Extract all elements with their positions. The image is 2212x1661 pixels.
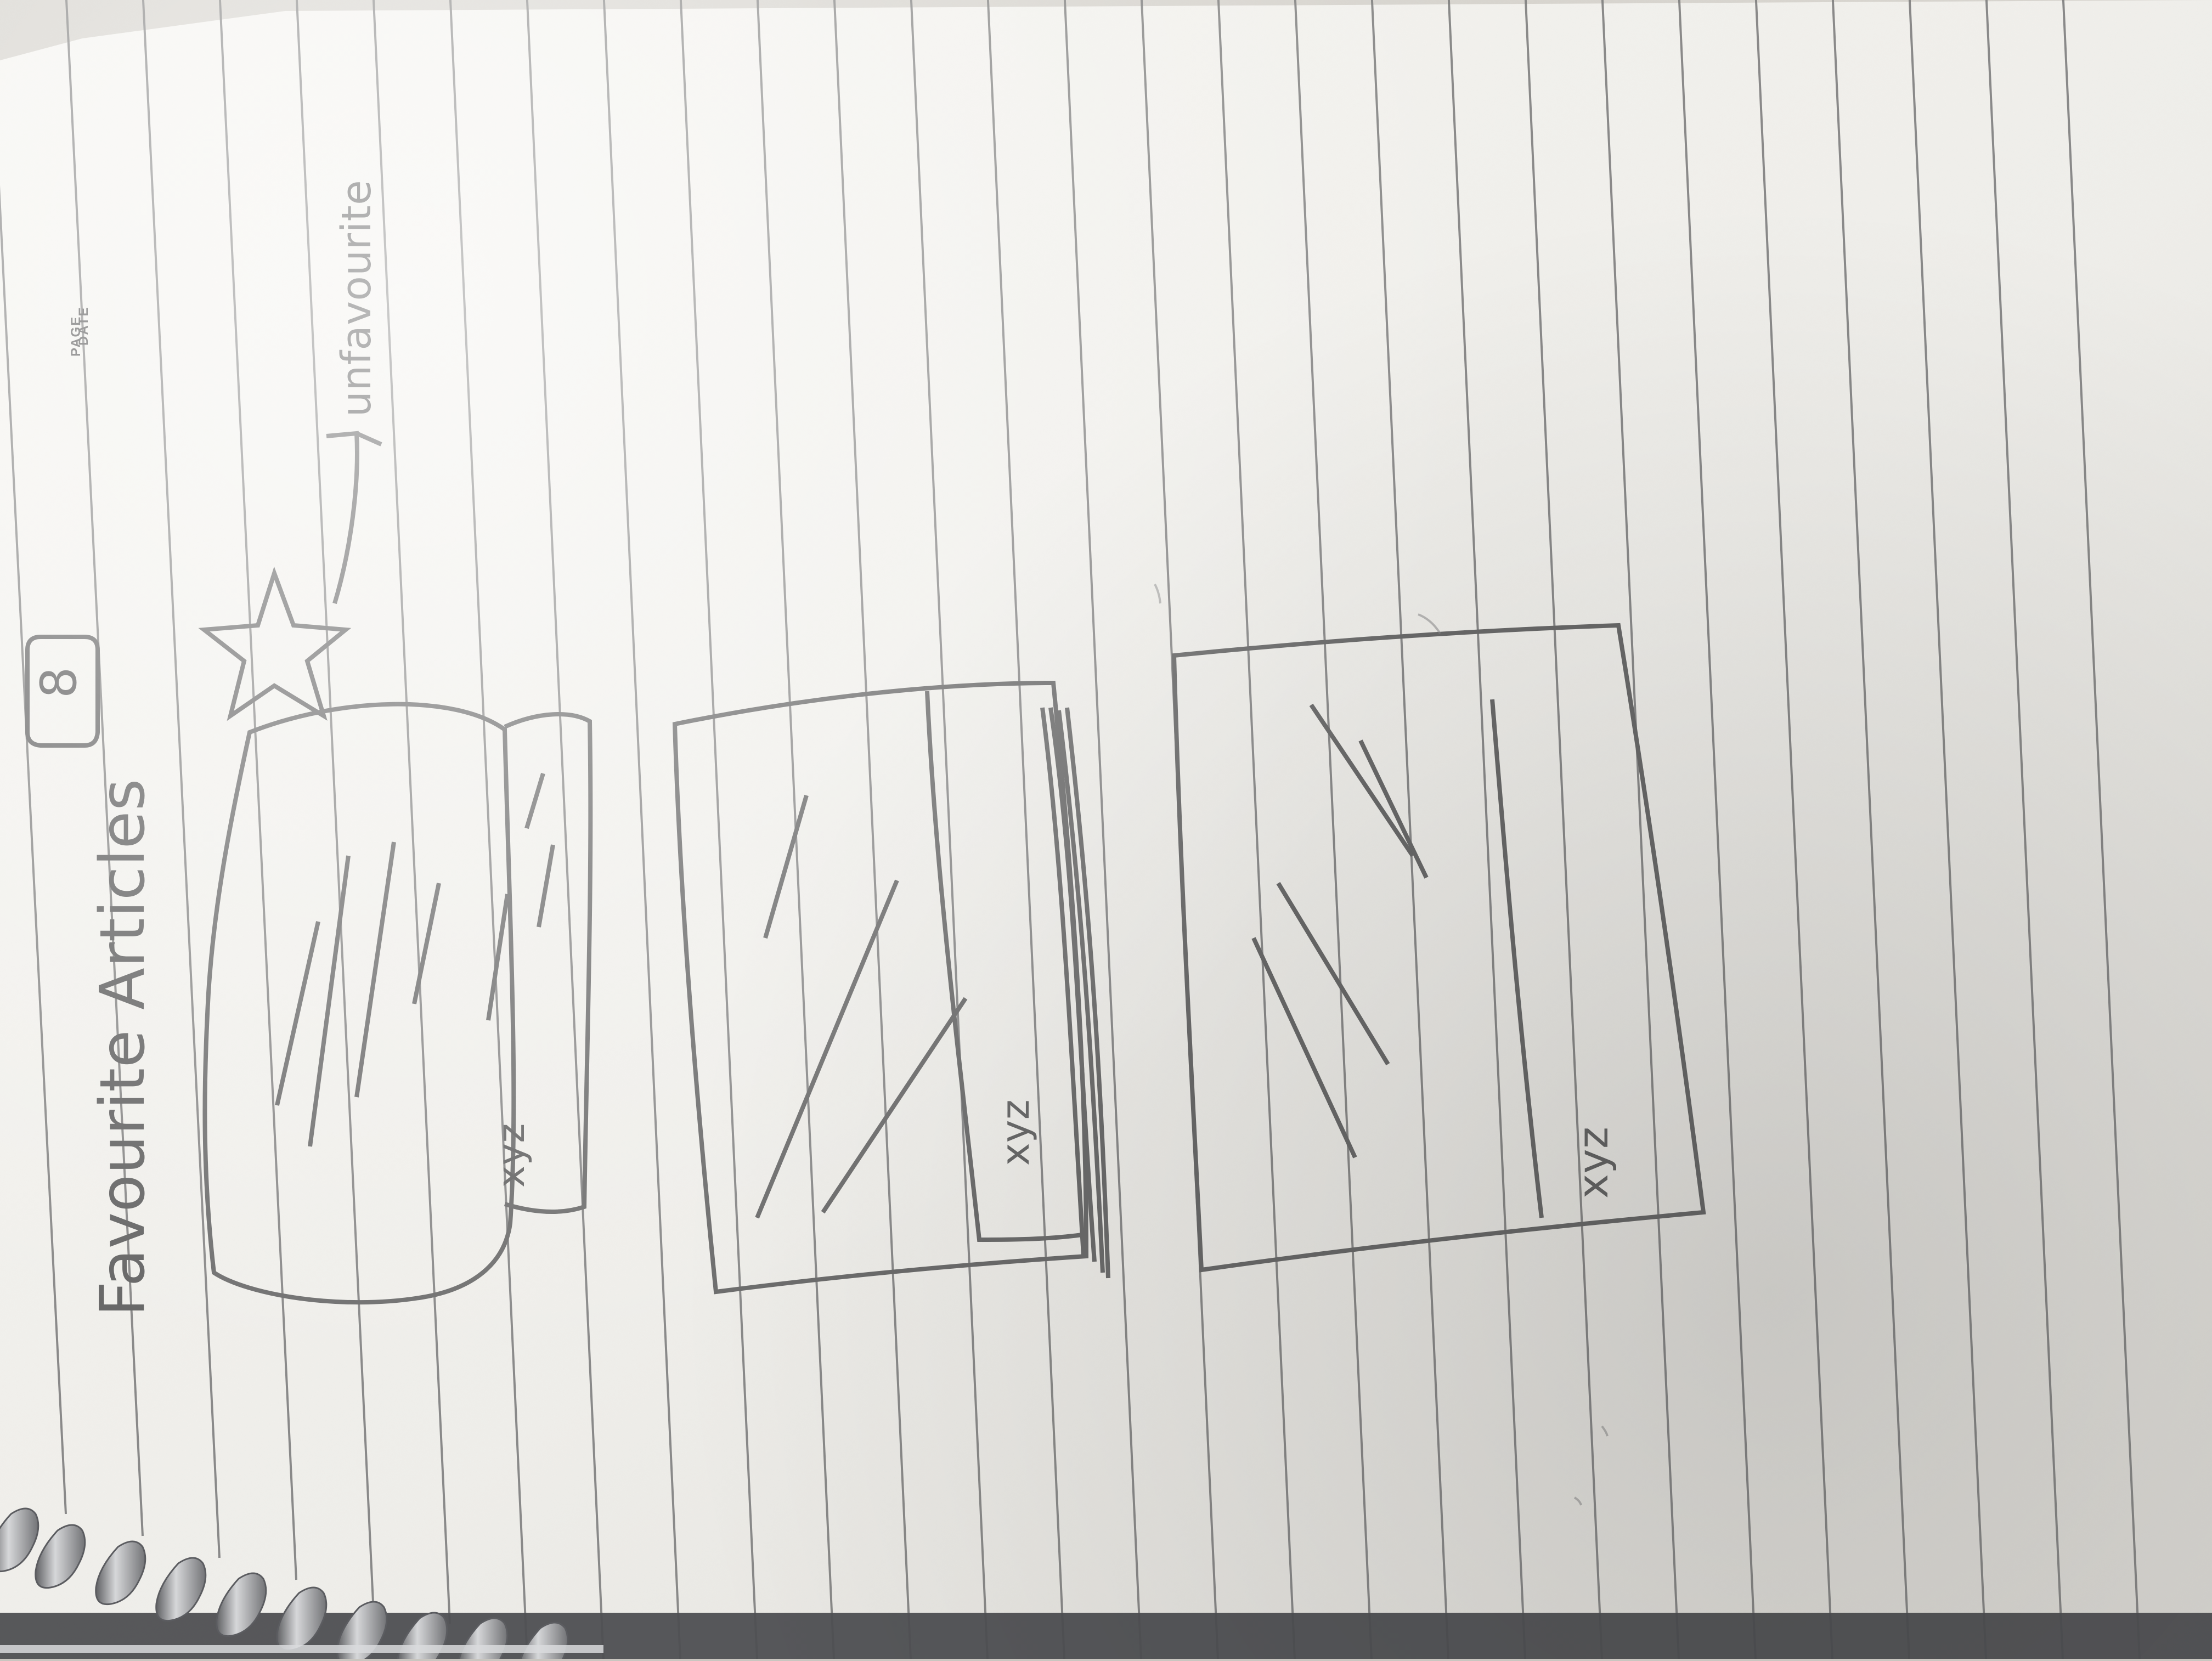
page-number-text: 8 (30, 666, 88, 698)
article-card-1-label: xyz (490, 1123, 533, 1188)
unfavourite-label: unfavourite (333, 180, 380, 417)
article-card-2-label: xyz (993, 1099, 1038, 1166)
page-title: Favourite Articles (87, 778, 159, 1317)
date-header-label: DATE (76, 306, 91, 346)
article-card-3-label: xyz (1568, 1127, 1617, 1199)
